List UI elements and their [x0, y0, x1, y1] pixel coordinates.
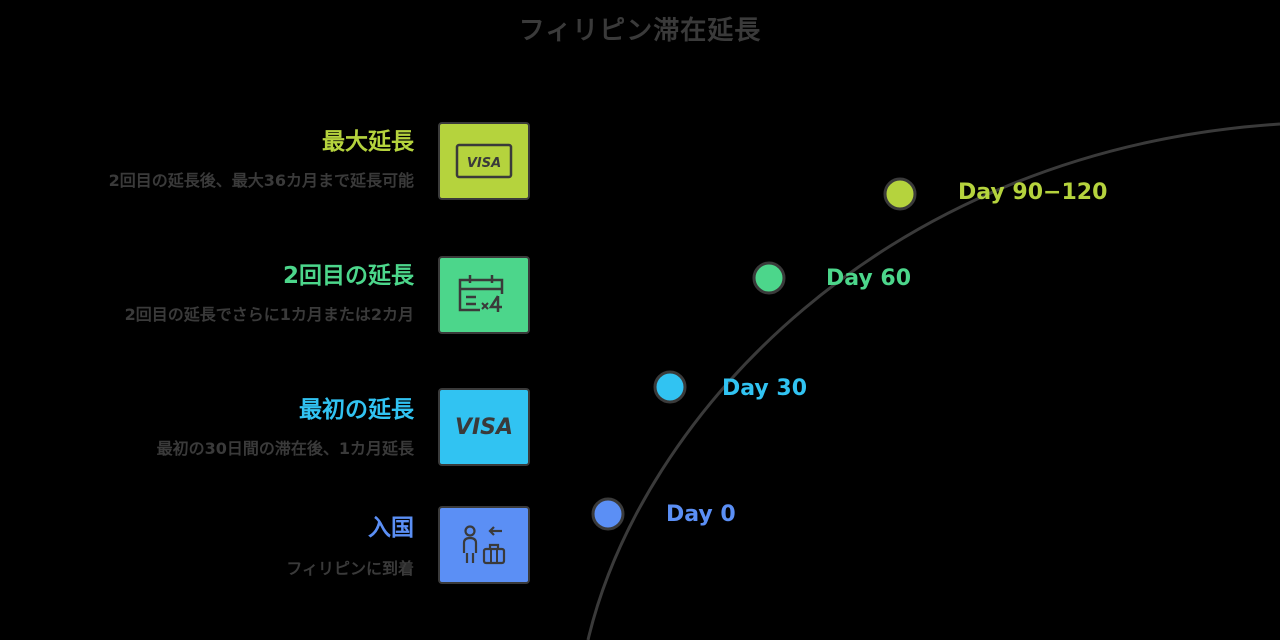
page-title: フィリピン滞在延長 — [518, 16, 762, 46]
visa-card-icon: VISA — [438, 122, 530, 200]
timeline-node-day-60 — [752, 261, 786, 295]
timeline-curve — [586, 122, 1280, 640]
timeline-node-day-30 — [653, 370, 687, 404]
step-desc-arrival: フィリピンに到着 — [286, 559, 414, 578]
visa-card-svg: VISA — [455, 143, 513, 179]
step-title-arrival: 入国 — [368, 515, 414, 541]
visa-card-text: VISA — [467, 156, 501, 171]
calendar-svg — [458, 275, 504, 312]
visa-text-icon: VISA — [438, 388, 530, 466]
step-title-second-extension: 2回目の延長 — [282, 263, 414, 289]
timeline-node-day-90-120 — [883, 177, 917, 211]
day-label-60: Day 60 — [826, 266, 912, 291]
step-title-first-extension: 最初の延長 — [299, 397, 414, 423]
timeline-node-day-0 — [591, 497, 625, 531]
visa-text: VISA — [454, 414, 514, 440]
traveler-svg — [462, 525, 506, 565]
step-desc-max-extension: 2回目の延長後、最大36カ月まで延長可能 — [108, 171, 414, 190]
traveler-arrival-icon — [438, 506, 530, 584]
day-label-30: Day 30 — [722, 376, 808, 401]
step-desc-second-extension: 2回目の延長でさらに1カ月または2カ月 — [124, 305, 414, 324]
calendar-x4-icon — [438, 256, 530, 334]
day-label-90-120: Day 90−120 — [958, 180, 1108, 205]
day-label-0: Day 0 — [666, 502, 736, 527]
step-desc-first-extension: 最初の30日間の滞在後、1カ月延長 — [156, 439, 414, 458]
step-title-max-extension: 最大延長 — [322, 129, 414, 155]
